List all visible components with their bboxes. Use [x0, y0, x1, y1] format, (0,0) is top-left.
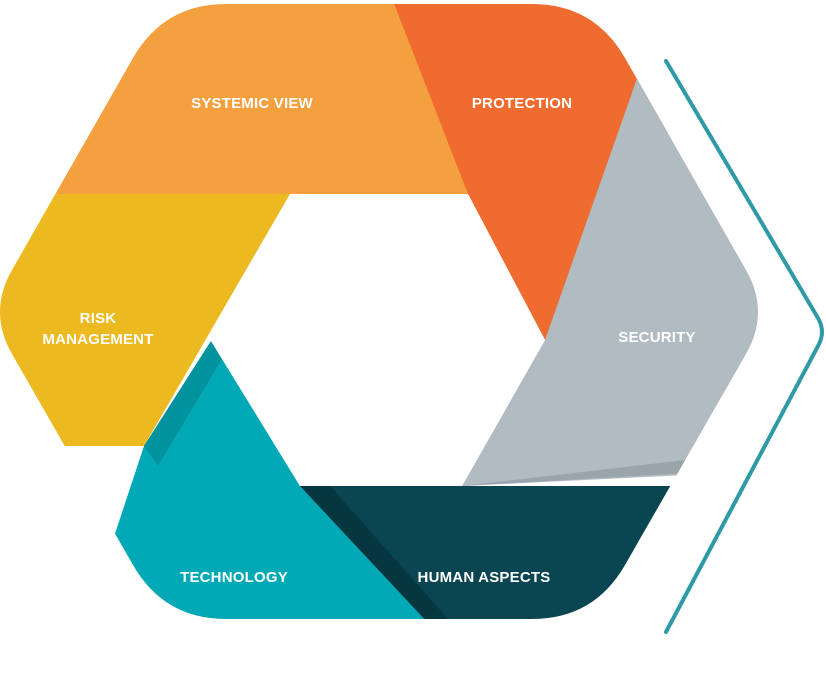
segment-technology-shade — [144, 341, 222, 466]
inner-hexagon — [211, 194, 545, 486]
right-bracket — [664, 59, 824, 634]
segment-risk-management — [0, 194, 290, 446]
label-systemic-view: SYSTEMIC VIEW — [191, 95, 313, 112]
label-human-aspects: HUMAN ASPECTS — [418, 569, 551, 586]
segment-protection — [379, 4, 700, 340]
segment-human-aspects-shade — [300, 486, 520, 619]
label-risk-management-line1: RISK — [80, 310, 117, 327]
label-security: SECURITY — [618, 329, 695, 346]
segment-security-shade — [462, 456, 740, 486]
segment-systemic-view — [0, 4, 500, 194]
label-risk-management-line2: MANAGEMENT — [42, 331, 153, 348]
label-protection: PROTECTION — [472, 95, 572, 112]
label-technology: TECHNOLOGY — [180, 569, 288, 586]
